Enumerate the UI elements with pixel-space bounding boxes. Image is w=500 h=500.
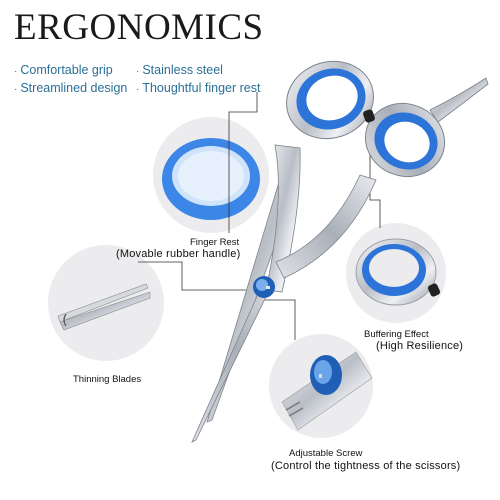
feature-streamlined-design: ·Streamlined design xyxy=(14,81,128,95)
detail-screw: (Control the tightness of the scissors) xyxy=(271,460,461,472)
caption-finger-rest: Finger Rest xyxy=(190,237,240,248)
bullet-icon: · xyxy=(14,66,18,77)
caption-buffering: Buffering Effect xyxy=(364,329,429,340)
caption-thinning-blades: Thinning Blades xyxy=(73,374,142,385)
page-title: ERGONOMICS xyxy=(14,7,264,48)
feature-comfortable-grip: ·Comfortable grip xyxy=(14,63,113,77)
detail-finger-rest: (Movable rubber handle) xyxy=(116,248,241,260)
detail-buffering: (High Resilience) xyxy=(376,340,464,352)
feature-finger-rest: ·Thoughtful finger rest xyxy=(136,81,261,95)
caption-screw: Adjustable Screw xyxy=(289,448,363,459)
bullet-icon: · xyxy=(136,84,140,95)
bullet-icon: · xyxy=(14,84,18,95)
bullet-icon: · xyxy=(136,66,140,77)
feature-stainless-steel: ·Stainless steel xyxy=(136,63,223,77)
